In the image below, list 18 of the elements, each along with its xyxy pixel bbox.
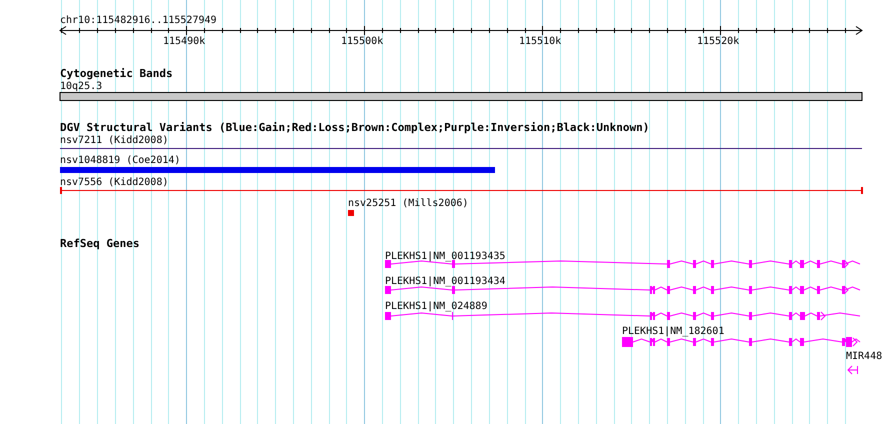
feature-label: nsv7556 (Kidd2008) xyxy=(60,177,168,188)
axis-tick-label: 115520k xyxy=(697,36,740,47)
track-title: RefSeq Genes xyxy=(60,238,140,250)
feature-label: PLEKHS1|NM_182601 xyxy=(622,326,724,337)
axis-tick-label: 115490k xyxy=(163,36,206,47)
feature-label: nsv1048819 (Coe2014) xyxy=(60,155,180,166)
feature-label: nsv25251 (Mills2006) xyxy=(348,198,468,209)
feature-label: PLEKHS1|NM_024889 xyxy=(385,301,488,312)
track-title: Cytogenetic Bands xyxy=(60,68,173,80)
feature-label: PLEKHS1|NM_001193434 xyxy=(385,276,506,287)
region-label: chr10:115482916..115527949 xyxy=(60,15,217,26)
band-label: 10q25.3 xyxy=(60,81,102,92)
feature-label: PLEKHS1|NM_001193435 xyxy=(385,251,506,262)
track-title: DGV Structural Variants (Blue:Gain;Red:Loss;Brown:Complex;Purple:Inversion;Black:Unknown) xyxy=(60,122,650,134)
feature-label: MIR448 xyxy=(846,351,882,362)
feature-label: nsv7211 (Kidd2008) xyxy=(60,135,168,146)
axis-tick-label: 115500k xyxy=(341,36,384,47)
axis-tick-label: 115510k xyxy=(519,36,562,47)
